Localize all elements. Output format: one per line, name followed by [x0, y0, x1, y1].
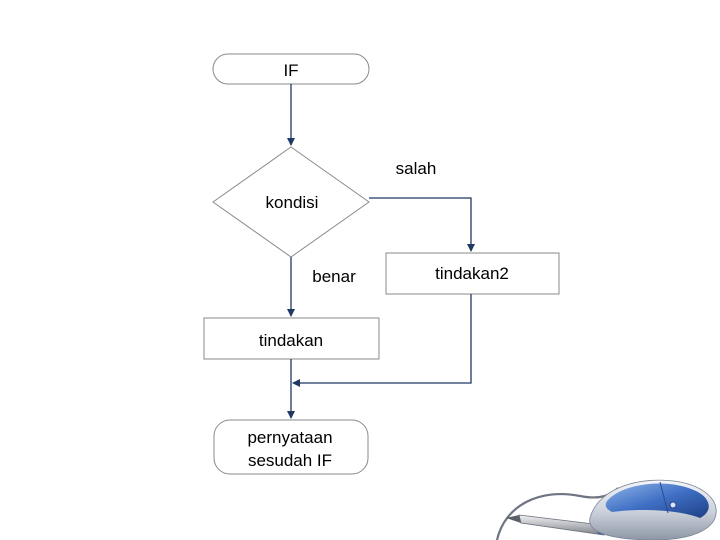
process-label-tindakan2: tindakan2 — [435, 264, 509, 283]
true-branch-label: benar — [312, 267, 356, 286]
process-label-tindakan: tindakan — [259, 331, 323, 350]
connector-merge — [292, 294, 472, 387]
computer-mouse-icon — [495, 479, 717, 540]
connector-false-branch — [369, 197, 475, 252]
decision-label: kondisi — [266, 193, 319, 212]
process-box-tindakan2 — [385, 252, 560, 295]
end-label-line2: sesudah IF — [248, 451, 332, 470]
false-branch-label: salah — [396, 159, 437, 178]
start-label: IF — [283, 61, 298, 80]
end-terminator — [213, 419, 369, 475]
process-box-tindakan — [203, 317, 380, 360]
end-label-line1: pernyataan — [247, 428, 332, 447]
